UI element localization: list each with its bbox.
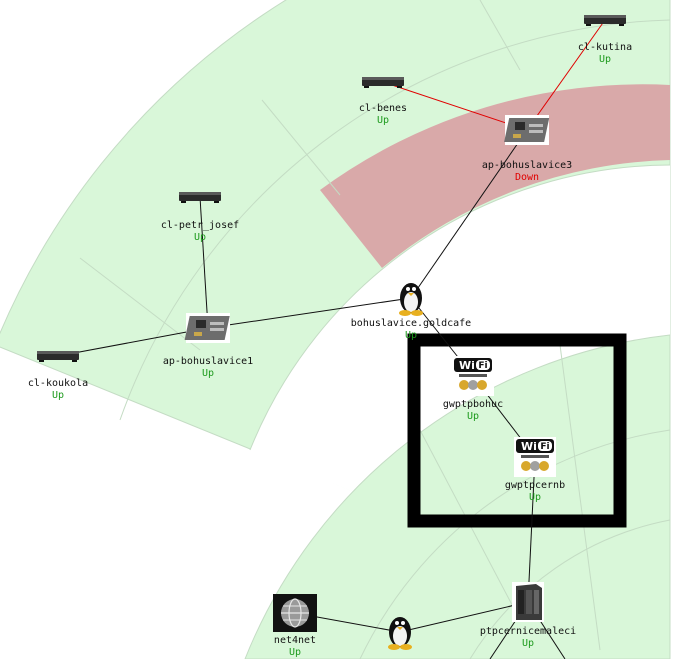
node-status: Up	[522, 638, 534, 649]
node-status: Up	[202, 368, 214, 379]
svg-text:Fi: Fi	[540, 442, 549, 452]
motherboard-icon	[504, 115, 550, 145]
server-tower-icon	[512, 582, 544, 622]
link-cl-benes-ap-bohuslavice3	[382, 81, 528, 131]
globe-icon	[273, 594, 317, 632]
link-ap-bohuslavice3-bohuslavice.goldcafe	[410, 129, 528, 299]
link-gwptpcernb-ptpcernicemaleci	[527, 456, 536, 603]
node-status: Up	[194, 232, 206, 243]
router-icon	[37, 351, 79, 362]
node-status: Up	[467, 411, 479, 422]
node-label: net4net	[274, 635, 316, 646]
linux-penguin-icon	[388, 617, 412, 650]
node-label: gwptpbohuc	[443, 399, 503, 410]
node-label: bohuslavice.goldcafe	[351, 318, 471, 329]
node-status: Up	[405, 330, 417, 341]
router-icon	[584, 15, 626, 26]
link-cl-koukola-ap-bohuslavice1	[57, 327, 209, 357]
nodes-layer: cl-kutinaUpcl-benesUpap-bohuslavice3Down…	[28, 15, 632, 658]
router-icon	[362, 77, 404, 88]
node-status: Up	[289, 647, 301, 658]
svg-text:Fi: Fi	[478, 361, 487, 371]
node-status: Up	[377, 115, 389, 126]
node-label: ap-bohuslavice3	[482, 160, 572, 171]
node-label: cl-benes	[359, 103, 407, 114]
node-status: Up	[599, 54, 611, 65]
link-cl-petr_josef-ap-bohuslavice1	[199, 196, 209, 329]
highlight-frame	[407, 333, 627, 528]
node-label: cl-kutina	[578, 42, 632, 53]
node-status: Up	[52, 390, 64, 401]
svg-text:Wi: Wi	[459, 359, 475, 372]
node-label: cl-petr_josef	[161, 220, 239, 231]
node-penguin-bottom[interactable]	[388, 617, 412, 650]
motherboard-icon	[184, 313, 230, 343]
node-label: ptpcernicemaleci	[480, 626, 576, 637]
link-ptpcernicemaleci-penguin-bottom	[399, 601, 529, 633]
link-cl-kutina-ap-bohuslavice3	[526, 19, 606, 131]
linux-penguin-icon	[399, 283, 423, 316]
router-icon	[179, 192, 221, 203]
svg-text:Wi: Wi	[521, 440, 537, 453]
node-status: Down	[515, 172, 539, 183]
node-label: cl-koukola	[28, 378, 88, 389]
node-label: gwptpcernb	[505, 480, 565, 491]
node-status: Up	[529, 492, 541, 503]
node-label: ap-bohuslavice1	[163, 356, 253, 367]
link-ap-bohuslavice1-bohuslavice.goldcafe	[207, 297, 412, 329]
